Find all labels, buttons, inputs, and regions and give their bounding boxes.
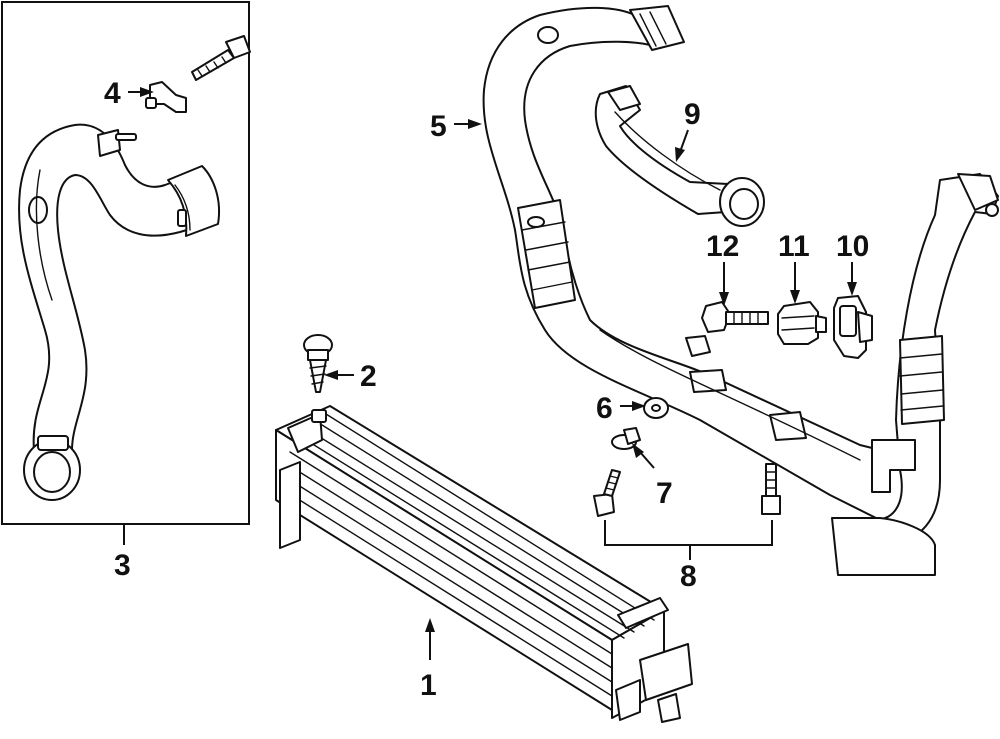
part-8-bolt-left — [593, 469, 621, 517]
part-4-sensor — [145, 81, 187, 113]
leaders — [123, 87, 857, 660]
callout-1: 1 — [420, 669, 437, 702]
part-8-bolt-right — [761, 463, 781, 515]
bolt-top-left — [191, 35, 251, 81]
callout-7: 7 — [656, 477, 673, 510]
part-11-clamp — [777, 301, 827, 345]
callout-12: 12 — [706, 230, 739, 263]
part-12-bolt — [701, 301, 769, 333]
part-6-washer — [643, 397, 669, 419]
callout-10: 10 — [836, 230, 869, 263]
inset-frame-part-3 — [1, 1, 250, 525]
callout-11: 11 — [778, 230, 810, 263]
part-2-screw — [303, 334, 333, 393]
part-10-clip — [833, 295, 873, 359]
callout-3: 3 — [114, 549, 131, 582]
callout-8: 8 — [680, 560, 697, 593]
part-3-hose — [18, 123, 220, 501]
part-5-tube — [482, 5, 906, 521]
callout-6: 6 — [596, 392, 613, 425]
part-1-intercooler — [275, 405, 693, 723]
callout-4: 4 — [104, 77, 121, 110]
part-9-hose — [594, 85, 765, 227]
right-tube — [831, 173, 999, 576]
callout-5: 5 — [430, 110, 447, 143]
callout-2: 2 — [360, 360, 377, 393]
part-7-plug — [611, 427, 641, 450]
callout-9: 9 — [684, 98, 701, 131]
